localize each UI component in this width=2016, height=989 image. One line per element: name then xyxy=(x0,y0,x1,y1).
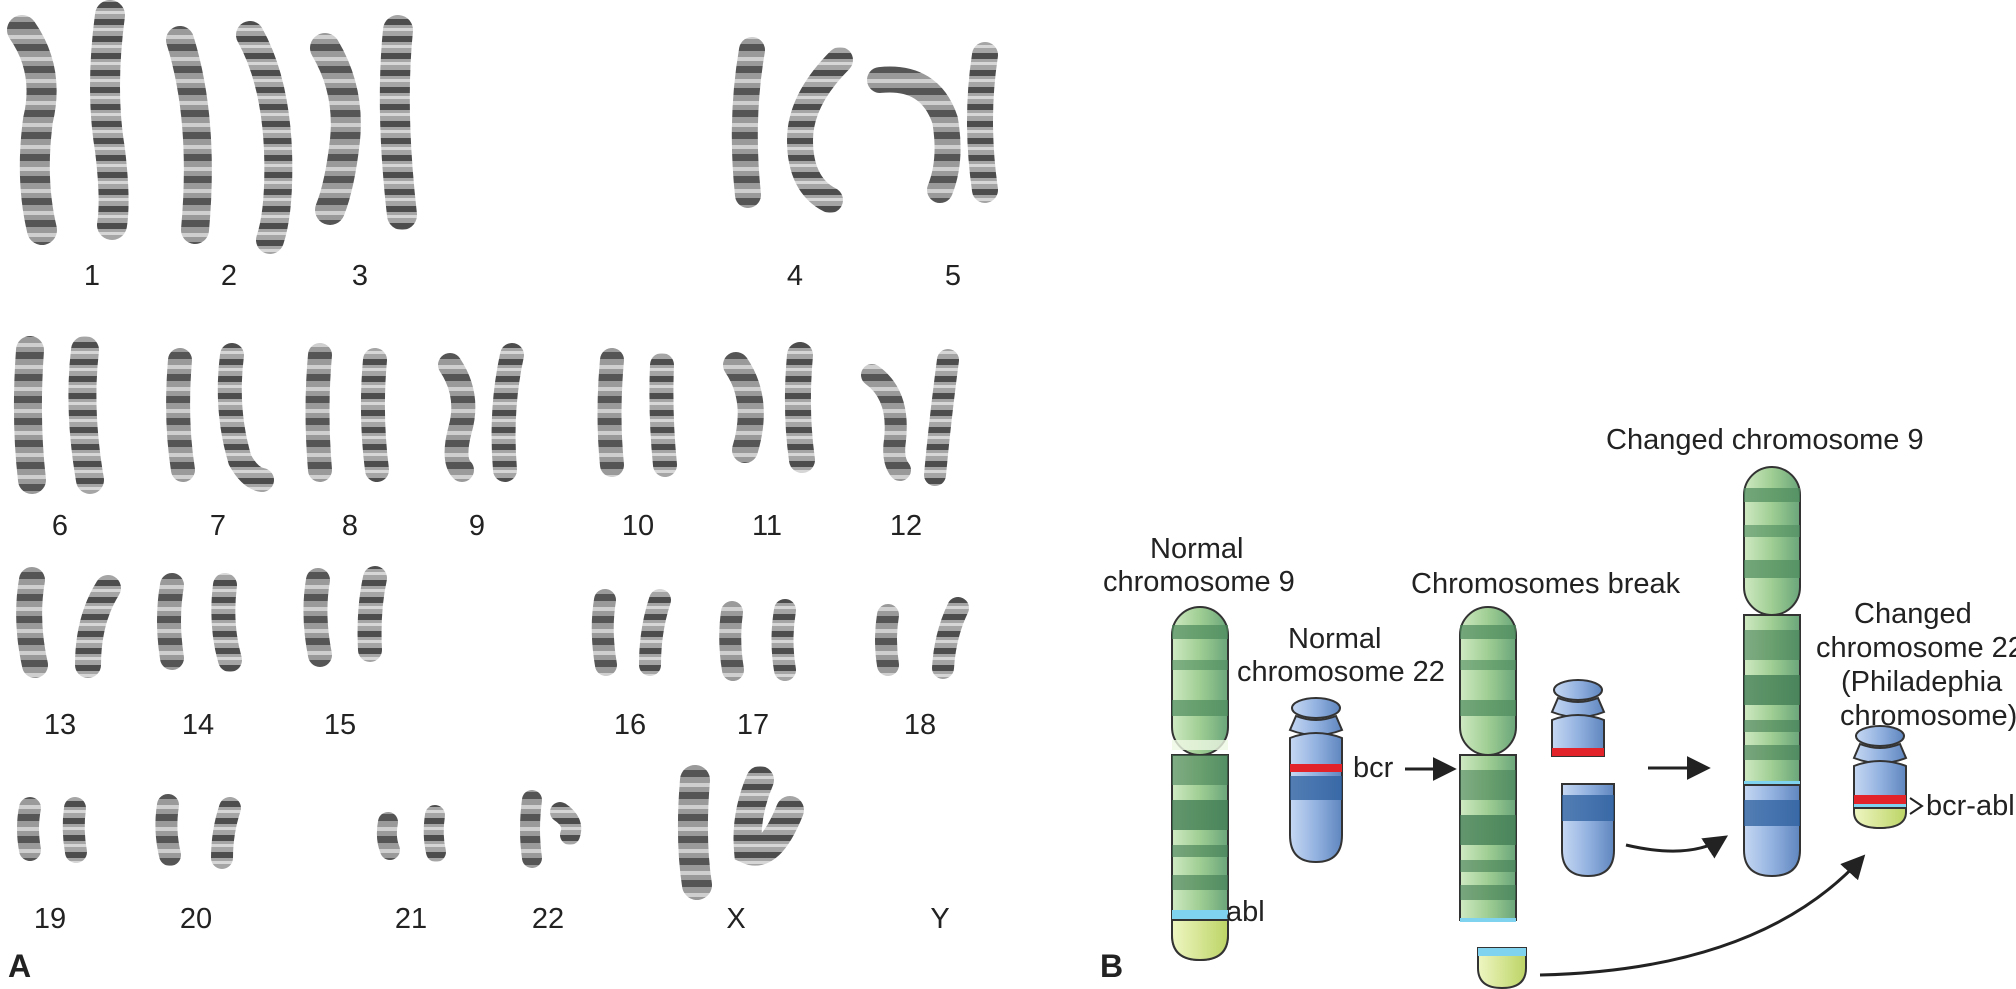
karyotype-label: 13 xyxy=(43,709,77,741)
broken-chromosome-22-top xyxy=(1550,679,1606,757)
panel-b-letter: B xyxy=(1100,948,1124,984)
changed-chr9-label: Changed chromosome 9 xyxy=(1606,424,1924,456)
normal-chromosome-22 xyxy=(1288,697,1344,864)
chromosome-pair-3 xyxy=(310,15,417,230)
bcr-gene-label: bcr xyxy=(1353,752,1394,784)
chromosome-pair-5 xyxy=(867,42,998,203)
chromosome-pair-21 xyxy=(376,805,446,862)
philadelphia-chromosome xyxy=(1852,725,1908,830)
karyotype-label: 18 xyxy=(903,709,937,741)
normal-chr9-label-line2: chromosome 9 xyxy=(1103,566,1295,598)
chromosomes-break-label: Chromosomes break xyxy=(1411,568,1681,600)
chromosome-pair-16 xyxy=(591,589,671,676)
changed-chr22-label-line2: chromosome 22 xyxy=(1816,632,2016,664)
chromosome-pair-14 xyxy=(157,573,242,672)
karyotype-label: 4 xyxy=(786,260,804,292)
karyotype-label: 8 xyxy=(341,510,359,542)
karyotype-chromosomes xyxy=(7,0,998,254)
karyotype-label: 16 xyxy=(613,709,647,741)
chromosome-pair-15 xyxy=(303,566,387,667)
chromosome-pair-19 xyxy=(17,797,87,863)
karyotype-label: 2 xyxy=(220,260,238,292)
karyotype-label: 22 xyxy=(531,903,565,935)
karyotype-label: 7 xyxy=(209,510,227,542)
karyotype-label: 5 xyxy=(944,260,962,292)
chromosome-pair-6 xyxy=(13,336,104,494)
chromosome-pair-x xyxy=(677,765,804,900)
karyotype-label: 12 xyxy=(889,510,923,542)
karyotype-label: 10 xyxy=(621,510,655,542)
karyotype-label: 21 xyxy=(394,903,428,935)
broken-abl-fragment xyxy=(1477,947,1527,989)
changed-chr22-label-line4: chromosome) xyxy=(1840,700,2016,732)
bcr-abl-bracket xyxy=(1909,797,1924,815)
normal-chr9-label-line1: Normal xyxy=(1150,533,1244,565)
chromosome-pair-17 xyxy=(719,599,796,681)
chromosome-pair-10 xyxy=(597,348,677,477)
chromosome-pair-11 xyxy=(723,342,815,473)
karyotype-label: Y xyxy=(930,903,950,935)
karyotype-label: 11 xyxy=(751,510,783,542)
changed-chr22-label-line3: (Philadephia xyxy=(1841,666,2003,698)
chromosome-pair-22 xyxy=(520,790,582,868)
normal-chr22-label-line1: Normal xyxy=(1288,623,1382,655)
panel-a-letter: A xyxy=(8,948,32,984)
chromosome-pair-7 xyxy=(166,343,274,492)
chromosome-pair-2 xyxy=(166,21,293,254)
arrow-22-to-changed9 xyxy=(1625,835,1729,859)
changed-chr22-label-line1: Changed xyxy=(1854,598,1972,630)
karyotype-label: 20 xyxy=(179,903,213,935)
karyotype-label: 19 xyxy=(33,903,67,935)
karyotype-label: 14 xyxy=(181,709,215,741)
karyotype-label: 3 xyxy=(351,260,369,292)
chromosome-pair-8 xyxy=(305,343,389,482)
chromosome-pair-1 xyxy=(7,0,129,245)
chromosome-pair-9 xyxy=(438,343,524,482)
normal-chr22-label-line2: chromosome 22 xyxy=(1237,656,1445,688)
broken-chromosome-22-bottom xyxy=(1561,783,1615,878)
karyotype-label: 6 xyxy=(51,510,69,542)
broken-chromosome-9 xyxy=(1459,606,1517,922)
bcr-abl-gene-label: bcr-abl xyxy=(1926,790,2015,822)
chromosome-pair-4 xyxy=(731,37,853,213)
karyotype-label: X xyxy=(726,903,746,935)
karyotype-label: 9 xyxy=(468,510,486,542)
arrows xyxy=(1405,756,1866,977)
chromosome-pair-13 xyxy=(16,567,121,678)
karyotype-label: 1 xyxy=(83,260,101,292)
chromosome-pair-18 xyxy=(875,597,969,679)
changed-chromosome-9 xyxy=(1743,466,1801,878)
arrow-abl-to-philadelphia xyxy=(1539,854,1866,977)
karyotype-rows-2-4 xyxy=(13,336,969,900)
normal-chromosome-9 xyxy=(1171,606,1229,962)
karyotype-label: 15 xyxy=(323,709,357,741)
karyotype-label: 17 xyxy=(736,709,770,741)
chromosome-pair-20 xyxy=(155,794,241,869)
abl-gene-label: abl xyxy=(1226,896,1265,928)
chromosome-pair-12 xyxy=(861,349,959,486)
